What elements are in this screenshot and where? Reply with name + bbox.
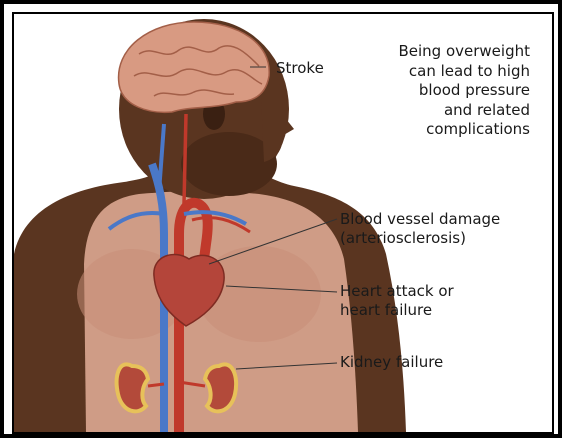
caption-text: Being overweight can lead to high blood … xyxy=(330,42,530,140)
label-heart-attack: Heart attack or heart failure xyxy=(340,282,454,320)
kidney-left xyxy=(117,364,148,411)
kidney-right xyxy=(205,364,236,411)
label-blood-vessel-damage: Blood vessel damage (arteriosclerosis) xyxy=(340,210,500,248)
label-stroke: Stroke xyxy=(276,59,324,78)
chin-fold xyxy=(181,132,277,196)
brain xyxy=(119,22,270,112)
label-kidney-failure: Kidney failure xyxy=(340,353,443,372)
illustration-panel: Being overweight can lead to high blood … xyxy=(12,12,554,434)
carotid xyxy=(184,114,186,204)
